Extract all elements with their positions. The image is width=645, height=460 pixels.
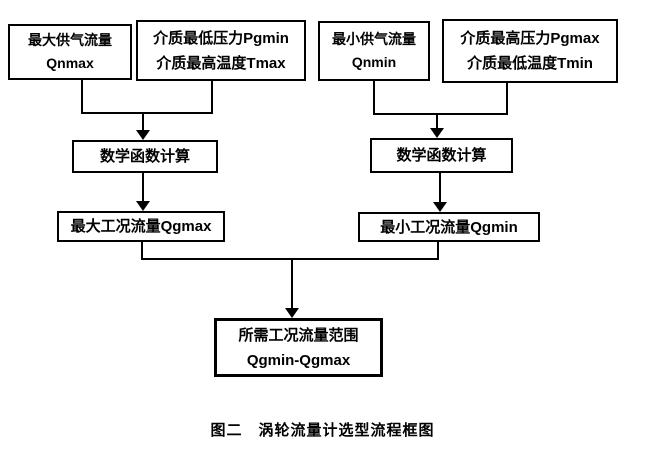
node-min-working-flow: 最小工况流量Qgmin bbox=[358, 212, 540, 242]
node-math-calc-left: 数学函数计算 bbox=[72, 140, 218, 173]
node-max-working-flow: 最大工况流量Qgmax bbox=[57, 211, 225, 242]
node-max-supply-flow-line2: Qnmax bbox=[46, 55, 94, 71]
node-max-working-flow-label: 最大工况流量Qgmax bbox=[70, 218, 212, 235]
arrow-down-icon bbox=[433, 202, 447, 212]
node-max-pressure-line: 介质最高压力Pgmax bbox=[460, 30, 600, 47]
connector-line bbox=[81, 79, 83, 114]
node-max-supply-flow-line1: 最大供气流量 bbox=[28, 32, 112, 48]
node-min-pressure-line: 介质最低压力Pgmin bbox=[153, 29, 289, 47]
connector-line bbox=[437, 242, 439, 260]
node-math-calc-right-label: 数学函数计算 bbox=[396, 147, 487, 164]
node-min-pressure-max-temp: 介质最低压力Pgmin 介质最高温度Tmax bbox=[136, 20, 306, 81]
node-min-working-flow-label: 最小工况流量Qgmin bbox=[380, 218, 518, 236]
connector-line bbox=[211, 80, 213, 114]
connector-line bbox=[141, 258, 439, 260]
arrow-down-icon bbox=[136, 201, 150, 211]
connector-line bbox=[436, 113, 438, 129]
node-math-calc-left-label: 数学函数计算 bbox=[99, 148, 190, 165]
arrow-down-icon bbox=[285, 308, 299, 318]
node-min-supply-flow-line2: Qnmin bbox=[351, 54, 397, 70]
connector-line bbox=[439, 173, 441, 203]
connector-line bbox=[142, 112, 144, 131]
connector-line bbox=[373, 80, 375, 115]
node-max-temp-line: 介质最高温度Tmax bbox=[156, 54, 286, 72]
node-required-flow-range: 所需工况流量范围 Qgmin-Qgmax bbox=[214, 318, 383, 377]
arrow-down-icon bbox=[430, 128, 444, 138]
node-required-flow-range-line1: 所需工况流量范围 bbox=[238, 326, 359, 344]
connector-line bbox=[291, 258, 293, 308]
node-required-flow-range-line2: Qgmin-Qgmax bbox=[246, 351, 351, 369]
node-min-temp-line: 介质最低温度Tmin bbox=[467, 55, 593, 72]
connector-line bbox=[506, 82, 508, 115]
connector-line bbox=[142, 173, 144, 202]
node-min-supply-flow-line1: 最小供气流量 bbox=[332, 31, 416, 47]
connector-line bbox=[373, 113, 508, 115]
node-min-supply-flow: 最小供气流量 Qnmin bbox=[318, 21, 430, 81]
node-max-supply-flow: 最大供气流量 Qnmax bbox=[8, 24, 132, 80]
node-math-calc-right: 数学函数计算 bbox=[370, 138, 513, 173]
connector-line bbox=[141, 242, 143, 260]
figure-caption: 图二 涡轮流量计选型流程框图 bbox=[210, 422, 435, 439]
connector-line bbox=[81, 112, 213, 114]
node-max-pressure-min-temp: 介质最高压力Pgmax 介质最低温度Tmin bbox=[442, 19, 618, 83]
arrow-down-icon bbox=[136, 130, 150, 140]
